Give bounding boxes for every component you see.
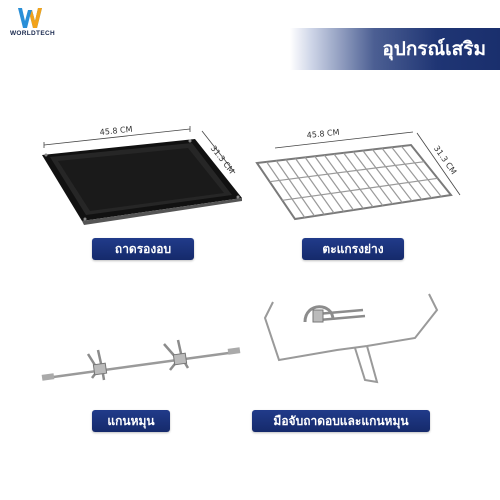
title-banner: อุปกรณ์เสริม: [290, 28, 500, 70]
rotisserie-spit-label: แกนหมุน: [92, 410, 170, 432]
tray-width-label: 45.8 CM: [99, 125, 133, 137]
rotisserie-spit-image: [41, 339, 241, 381]
tray-handle-label: มือจับถาดอบและแกนหมุน: [252, 410, 430, 432]
wire-rack-image: 45.8 CM 31.3 CM: [255, 128, 461, 221]
page-title: อุปกรณ์เสริม: [382, 38, 486, 60]
wire-rack-label: ตะแกรงย่าง: [302, 238, 404, 260]
brand-logo: WORLDTECH: [10, 6, 70, 44]
worldtech-logo-icon: [18, 8, 42, 28]
baking-tray-image: 45.8 CM 31.3 CM: [42, 125, 242, 225]
tray-handle-image: [263, 293, 439, 384]
baking-tray-label: ถาดรองอบ: [92, 238, 194, 260]
brand-name: WORLDTECH: [10, 30, 55, 37]
rack-width-label: 45.8 CM: [306, 128, 340, 140]
